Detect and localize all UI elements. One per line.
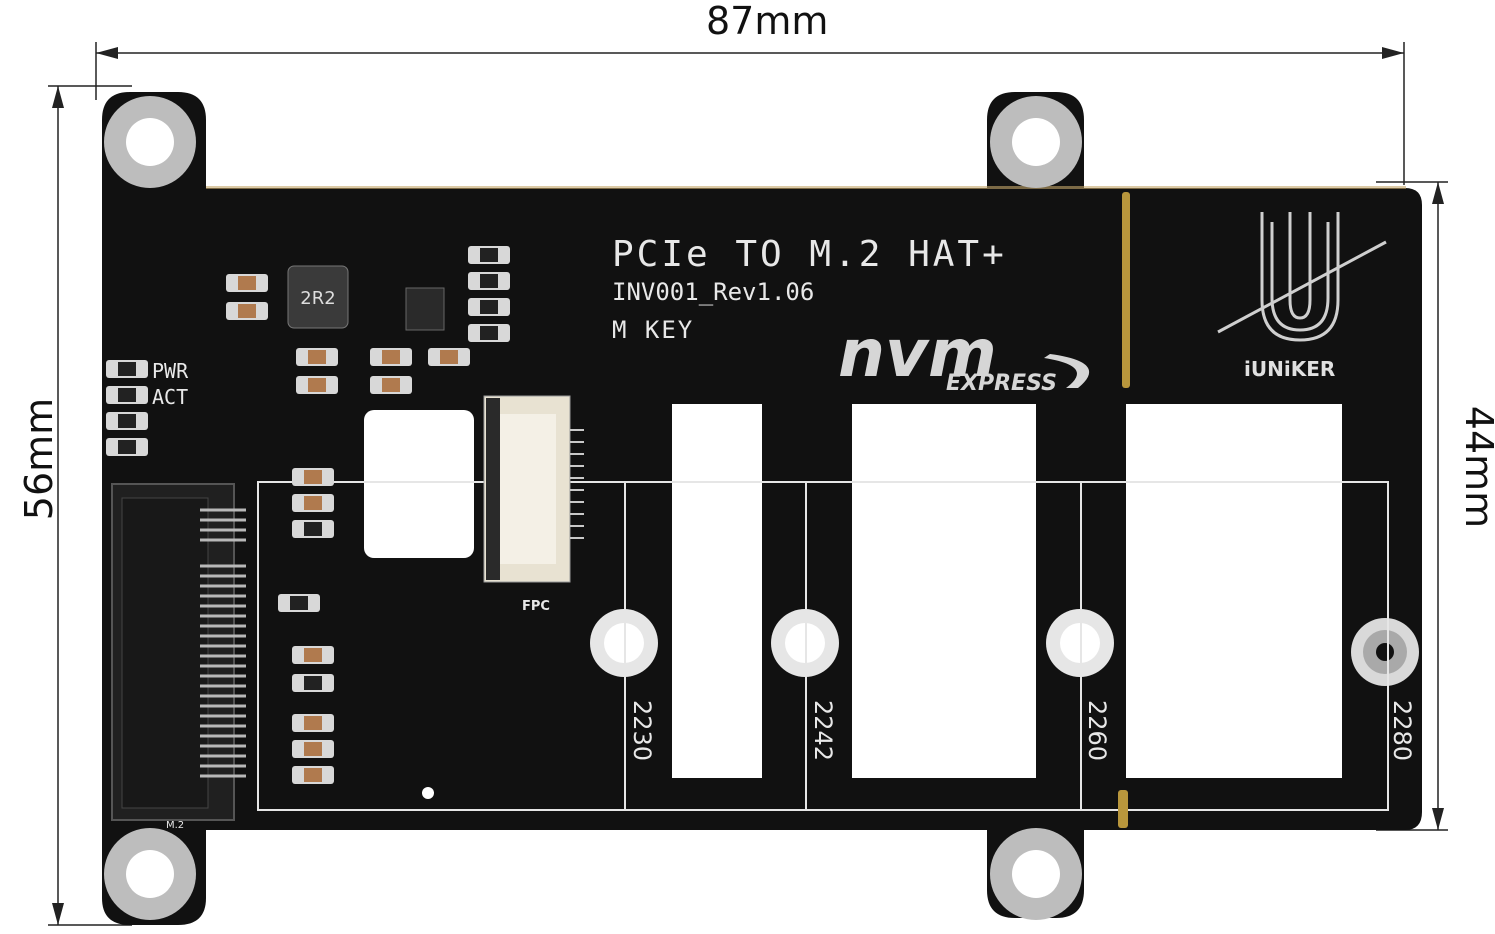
inductor: 2R2 <box>287 265 349 329</box>
board-key: M KEY <box>612 316 694 344</box>
ic-chip <box>405 287 445 331</box>
nvme-logo-sub: EXPRESS <box>946 371 1057 396</box>
fpc-label: FPC <box>522 599 550 614</box>
nvme-logo-main: nvm <box>838 315 997 392</box>
via-strip <box>1118 192 1130 828</box>
inner-height-dimension-label: 44mm <box>1457 405 1495 529</box>
size-label-2242: 2242 <box>809 700 837 761</box>
slot-label: M.2 <box>166 820 184 831</box>
act-label: ACT <box>152 385 188 409</box>
brand-name: iUNiKER <box>1244 357 1335 381</box>
size-labels: 2230 2242 2260 2280 <box>628 700 1416 761</box>
height-dimension-label: 56mm <box>17 397 62 521</box>
nvme-logo: nvm EXPRESS <box>838 315 1090 396</box>
width-dimension-label: 87mm <box>706 0 829 43</box>
brand-logo: iUNiKER <box>1217 212 1387 381</box>
board-cutouts <box>364 404 1342 778</box>
inductor-label: 2R2 <box>300 288 335 309</box>
board-title: PCIe TO M.2 HAT+ <box>612 234 1007 275</box>
pwr-label: PWR <box>152 359 189 383</box>
fpc-connector <box>483 395 584 583</box>
smd-components <box>106 246 510 784</box>
board-revision: INV001_Rev1.06 <box>612 278 814 306</box>
m2-socket <box>111 483 246 821</box>
size-label-2260: 2260 <box>1083 700 1111 761</box>
size-label-2230: 2230 <box>628 700 656 761</box>
silkscreen-outlines <box>257 481 1389 811</box>
size-label-2280: 2280 <box>1388 700 1416 761</box>
silkscreen-text: PCIe TO M.2 HAT+ INV001_Rev1.06 M KEY PW… <box>152 234 1007 831</box>
